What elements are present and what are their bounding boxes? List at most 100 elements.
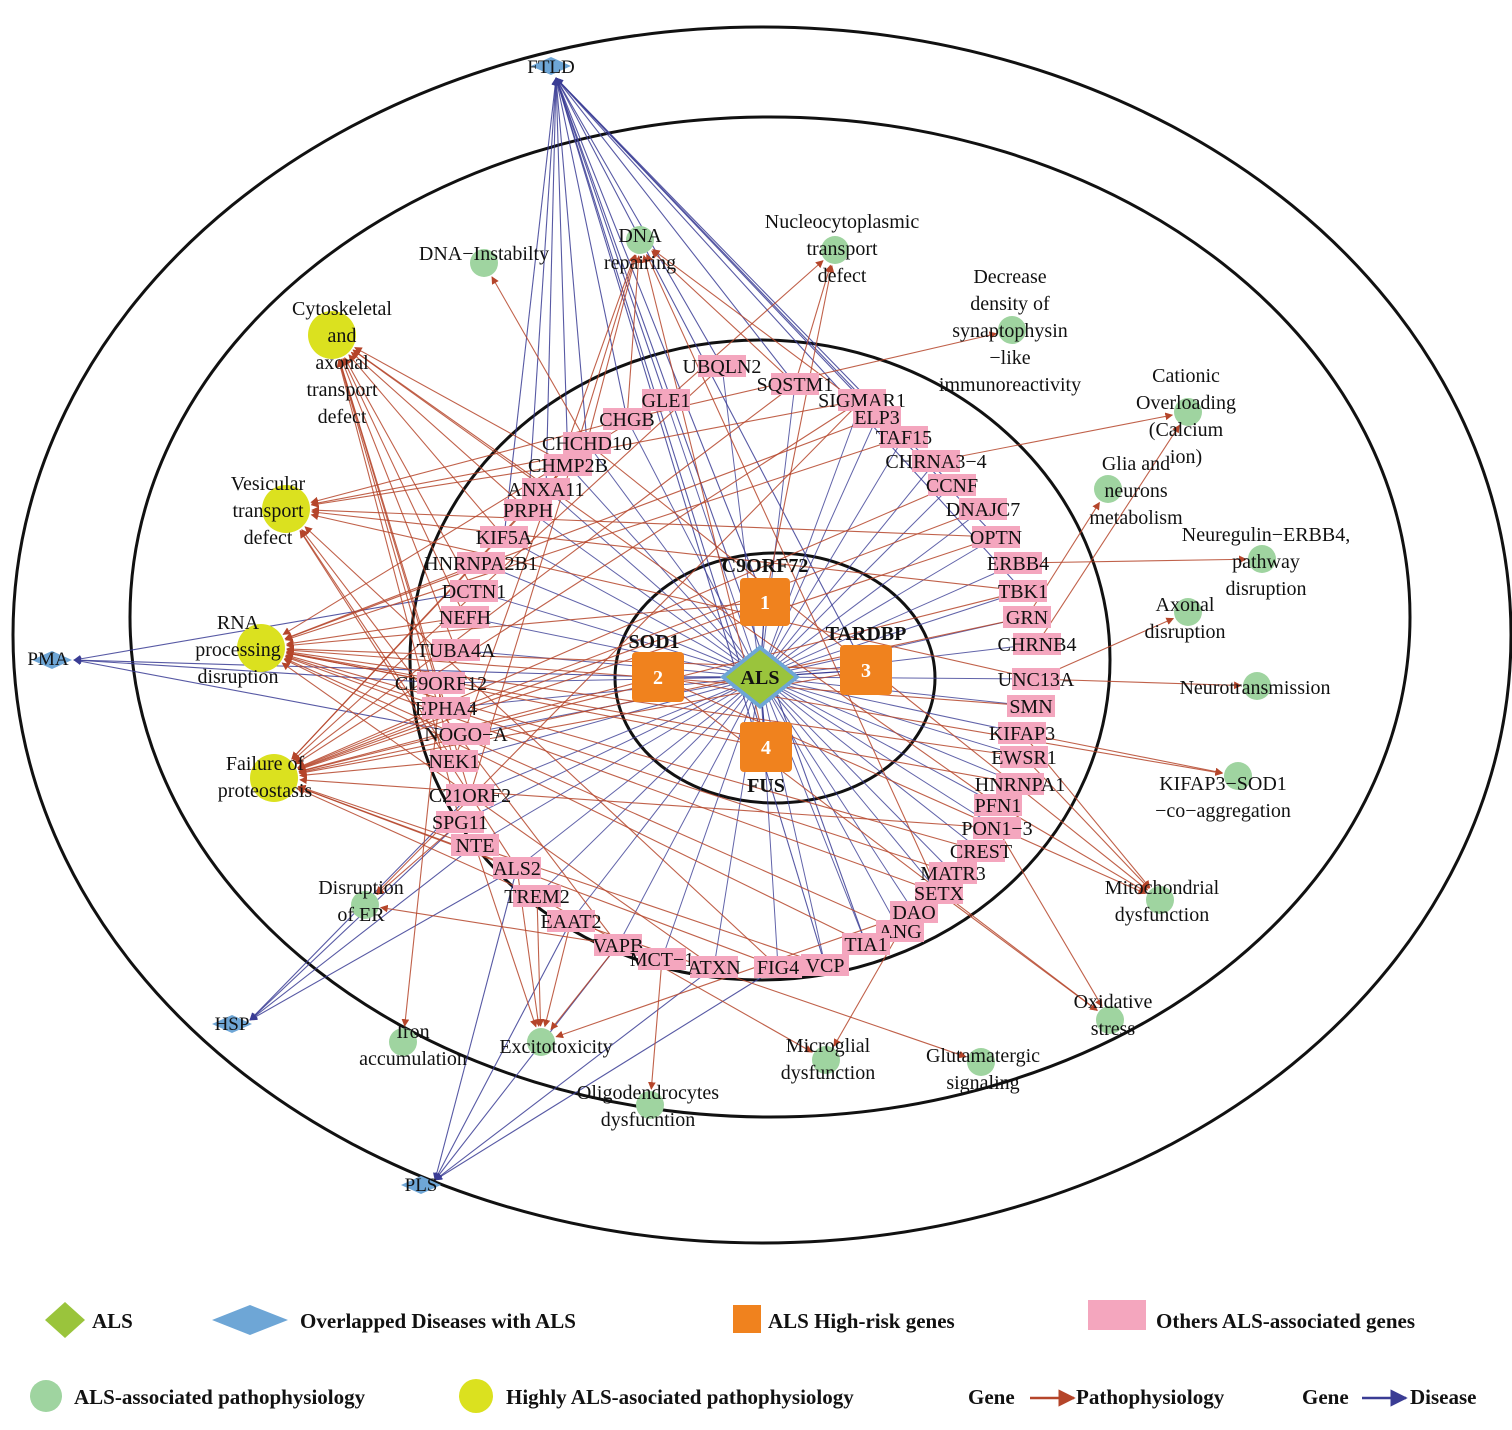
gene-node-chgb[interactable]: CHGB [599,408,655,431]
gene-rect [513,885,561,907]
gene-node-kif5a[interactable]: KIF5A [476,526,533,549]
als-center-node[interactable]: ALS [720,645,800,709]
hub-c9orf72[interactable]: 1 C9ORF72 [722,555,809,626]
gene-node-vapb[interactable]: VAPB [593,934,644,957]
gene-node-chrna3-4[interactable]: CHRNA3−4 [885,450,987,473]
gene-node-sqstm1[interactable]: SQSTM1 [757,373,834,396]
gene-node-erbb4[interactable]: ERBB4 [987,552,1049,575]
gene-node-fig4[interactable]: FIG4 [754,956,802,979]
gene-node-chchd10[interactable]: CHCHD10 [542,432,632,455]
gene-node-setx[interactable]: SETX [914,882,965,905]
gene-node-ewsr1[interactable]: EWSR1 [991,746,1057,769]
hub-label: TARDBP [826,623,907,645]
gene-node-grn[interactable]: GRN [1003,606,1051,629]
gene-node-atxn[interactable]: ATXN [687,956,741,979]
disease-node-ftld[interactable]: FTLD [527,57,575,78]
disease-node-pls[interactable]: PLS [401,1175,441,1196]
gene-node-tbk1[interactable]: TBK1 [998,580,1048,603]
gene-node-ubqln2[interactable]: UBQLN2 [683,355,762,378]
gene-node-ccnf[interactable]: CCNF [926,474,978,497]
gene-label: TIA1 [844,934,887,956]
gene-disease-edge [555,77,796,385]
gene-node-c19orf12[interactable]: C19ORF12 [395,672,487,695]
gene-node-prph[interactable]: PRPH [503,499,553,522]
gene-node-mct-1[interactable]: MCT−1 [630,948,695,971]
disease-node-hsp[interactable]: HSP [212,1014,252,1035]
disease-node-pma[interactable]: PMA [27,649,72,670]
gene-node-chrnb4[interactable]: CHRNB4 [998,633,1077,656]
gene-node-dnajc7[interactable]: DNAJC7 [946,498,1020,521]
gene-node-crest[interactable]: CREST [950,840,1012,863]
gene-label: EAAT2 [540,911,601,933]
gene-node-nte[interactable]: NTE [451,834,499,857]
pathophysiology-label-line: Oligodendrocytes [577,1082,719,1104]
gene-rect [638,948,686,970]
gene-pathophysiology-edge [376,821,461,895]
pathophysiology-node-dna-instab[interactable]: DNA−Instabilty [419,243,549,277]
gene-node-chmp2b[interactable]: CHMP2B [528,454,608,477]
gene-node-pon1-3[interactable]: PON1−3 [961,817,1033,840]
pathophysiology-label-line: Glia and [1102,453,1170,475]
gene-node-dao[interactable]: DAO [890,901,938,924]
gene-node-optn[interactable]: OPTN [970,526,1022,549]
gene-als-edge [759,676,998,829]
pathophysiology-label-line: accumulation [359,1048,467,1070]
gene-node-smn[interactable]: SMN [1007,695,1055,718]
gene-node-c21orf2[interactable]: C21ORF2 [429,784,511,807]
pathophysiology-node-excito[interactable]: Excitotoxicity [499,1028,613,1058]
gene-disease-edge [554,77,667,401]
disease-nodes: FTLD PMA HSP PLS [27,57,575,1196]
pathophysiology-node-kifap3-sod1[interactable]: KIFAP3−SOD1−co−aggregation [1155,762,1291,822]
gene-node-tia1[interactable]: TIA1 [842,933,890,956]
hub-tardbp[interactable]: 3 TARDBP [826,623,907,695]
pathophysiology-node-neurotrans[interactable]: Neurotransmission [1179,672,1331,700]
gene-node-spg11[interactable]: SPG11 [432,811,488,834]
gene-node-tuba4a[interactable]: TUBA4A [417,639,496,662]
gene-node-als2[interactable]: ALS2 [493,857,541,880]
gene-node-nogo-a[interactable]: NOGO−A [424,723,508,746]
hub-fus[interactable]: 4 FUS [740,722,792,797]
gene-als-edge [759,562,1019,678]
pathophysiology-label-line: of ER [337,904,385,926]
gene-node-taf15[interactable]: TAF15 [876,426,932,449]
gene-node-kifap3[interactable]: KIFAP3 [989,722,1055,745]
gene-node-epha4[interactable]: EPHA4 [415,697,477,720]
pathophysiology-circle [821,236,849,264]
pathophysiology-label-line: disruption [197,666,278,688]
hub-sod1[interactable]: 2 SOD1 [628,631,684,702]
gene-node-gle1[interactable]: GLE1 [642,389,691,412]
gene-node-dctn1[interactable]: DCTN1 [442,580,506,603]
gene-node-hnrnpa1[interactable]: HNRNPA1 [975,773,1065,796]
gene-node-pfn1[interactable]: PFN1 [974,794,1022,817]
gene-node-anxa11[interactable]: ANXA11 [507,478,585,501]
gene-node-vcp[interactable]: VCP [801,954,849,977]
gene-node-hnrnpa2b1[interactable]: HNRNPA2B1 [424,552,538,575]
gene-node-elp3[interactable]: ELP3 [853,406,901,429]
gene-node-nefh[interactable]: NEFH [439,606,491,629]
gene-node-nek1[interactable]: NEK1 [428,750,480,773]
gene-node-unc13a[interactable]: UNC13A [998,668,1075,691]
gene-node-matr3[interactable]: MATR3 [920,862,986,885]
pathophysiology-label-line: ion) [1170,446,1202,468]
gene-node-eaat2[interactable]: EAAT2 [540,910,602,933]
gene-node-trem2[interactable]: TREM2 [504,885,570,908]
gene-rect [915,882,963,904]
